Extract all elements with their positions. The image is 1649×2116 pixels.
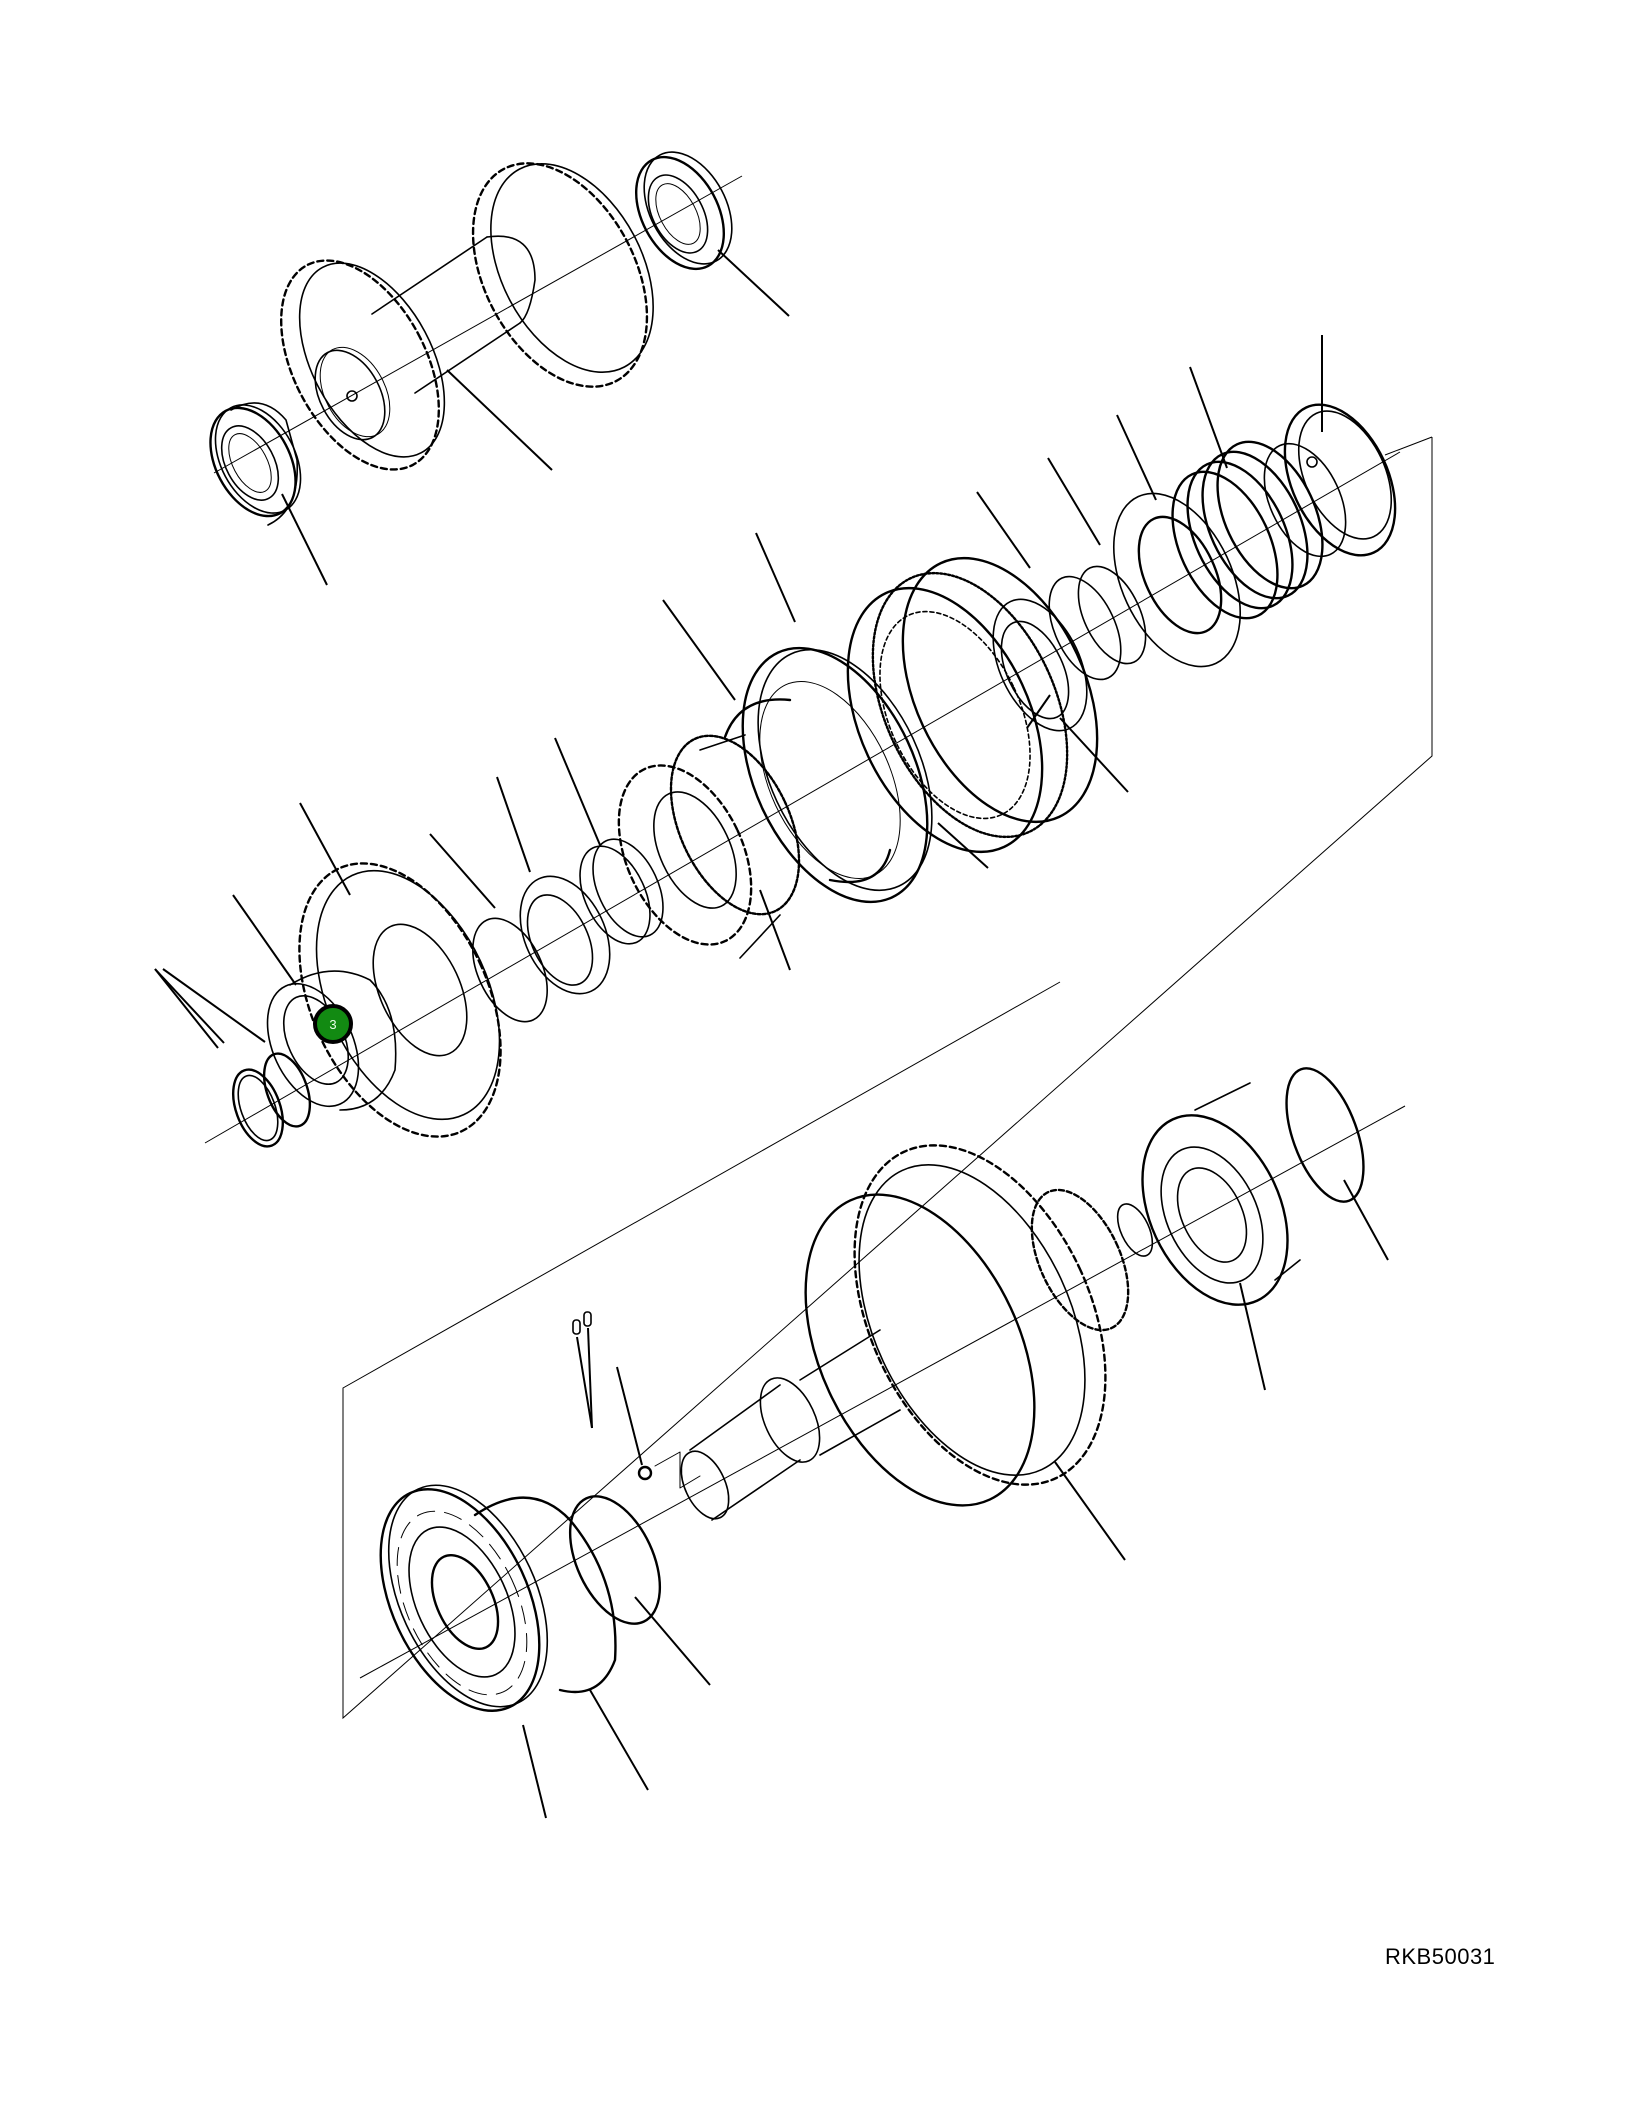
leader-needle-bearing: [554, 737, 601, 846]
leader-seal-ring-large: [589, 1689, 649, 1791]
snap-ring-pair: [232, 1052, 312, 1148]
countershaft-assembly: [209, 151, 790, 586]
leader-pressure-plate: [755, 532, 796, 623]
leader-retaining-ring: [1343, 1179, 1389, 1261]
snap-ring-large: [723, 698, 892, 884]
leader-piston-cover: [522, 1724, 547, 1819]
gear-clutch-input: [298, 862, 502, 1138]
leader-pin-a: [576, 1336, 593, 1429]
pins: [572, 1311, 592, 1335]
leader-thrust-washer-2-tick: [1026, 694, 1051, 729]
leader-thrust-washer-2b: [976, 491, 1031, 569]
leader-roller-bearing: [1239, 1282, 1266, 1391]
leader-snap-ring: [429, 833, 496, 909]
needle-bearing: [579, 838, 664, 945]
thrust-washer-2: [992, 598, 1088, 732]
seal-ring-small: [568, 1495, 662, 1625]
leader-gear: [299, 802, 351, 896]
leader-gear-hub: [759, 889, 791, 971]
gear-large: [471, 162, 654, 388]
hotspot-label: 3: [329, 1016, 337, 1032]
clutch-discs: [846, 556, 1099, 854]
piston-housing: [1263, 403, 1397, 558]
output-shaft-with-drum-gear: [680, 1144, 1154, 1521]
plug: [637, 1451, 701, 1489]
leader-pin-b: [587, 1327, 593, 1429]
leader-snap-ring-b: [154, 968, 225, 1044]
output-shaft-assembly: [359, 1067, 1406, 1819]
leader-thrust-washer: [496, 776, 531, 873]
snap-ring: [472, 917, 548, 1023]
leader-bearing-right: [717, 249, 790, 317]
seal-ring-large: [473, 1496, 617, 1694]
leader-plug: [616, 1366, 643, 1466]
leader-snap-ring-a: [154, 968, 219, 1049]
leader-spring-washer: [1116, 414, 1157, 501]
shaft-drum: [371, 235, 536, 394]
spring-washer: [1112, 492, 1242, 668]
leader-snap-ring-c: [162, 968, 266, 1043]
leader-clutch-discs: [937, 822, 989, 869]
leader-output-shaft: [1054, 1461, 1126, 1561]
assembly-frame: [342, 436, 1433, 1720]
thrust-washer: [519, 875, 611, 995]
drawing-reference-code: RKB50031: [1385, 1944, 1496, 1969]
leader-snap-ring-2: [1047, 457, 1101, 546]
leader-ball-bearing: [232, 894, 297, 986]
snap-ring-2: [1048, 565, 1147, 681]
pressure-plate: [741, 646, 933, 904]
clutch-pack-assembly: [154, 335, 1401, 1148]
leader-snap-ring-large: [662, 599, 736, 701]
leader-return-spring: [1189, 366, 1228, 469]
hotspot-marker[interactable]: 3: [313, 1004, 353, 1044]
roller-bearing: [1141, 1082, 1301, 1306]
gear-hub: [617, 734, 801, 959]
leader-bearing-left: [281, 493, 328, 586]
leader-shaft: [446, 369, 553, 471]
retaining-ring: [1285, 1067, 1365, 1203]
gear-small: [279, 259, 446, 471]
bearing-right: [634, 151, 733, 271]
leader-thrust-washer-2: [1059, 717, 1129, 793]
piston-cover: [379, 1484, 549, 1712]
bearing-left: [209, 402, 302, 526]
leader-seal-ring-small: [634, 1596, 711, 1686]
